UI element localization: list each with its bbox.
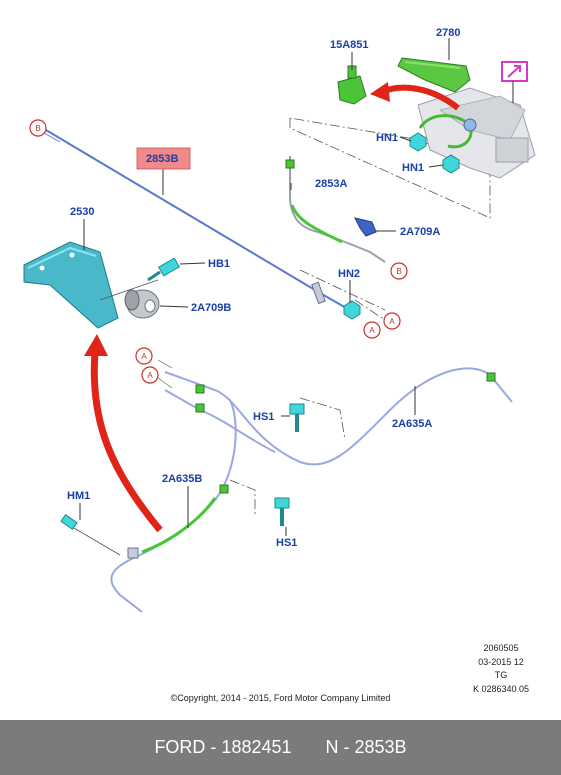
label-2A709A: 2A709A <box>400 226 440 238</box>
cable-2853B-bracket <box>311 281 326 305</box>
footer-part-number: FORD - 1882451 <box>154 737 292 757</box>
nut-HN1-b <box>442 154 460 174</box>
red-arrow-top <box>370 82 460 111</box>
callout-a-4: A <box>141 366 159 384</box>
switch-15A851 <box>337 65 367 105</box>
cable-2A635A <box>164 367 513 466</box>
guide-lines-top <box>289 117 491 321</box>
callout-a-1: A <box>383 312 401 330</box>
label-2530: 2530 <box>70 206 94 218</box>
label-2A635B: 2A635B <box>162 473 202 485</box>
label-HS1-a: HS1 <box>253 411 274 423</box>
bolt-HB1 <box>99 257 180 301</box>
callout-a-2: A <box>363 321 381 339</box>
leader-lines <box>79 38 450 536</box>
label-15A851: 15A851 <box>330 39 369 51</box>
callout-b-1: B <box>29 119 47 137</box>
label-2853A: 2853A <box>315 178 347 190</box>
cable-2853A <box>285 156 386 263</box>
guide-lines-bottom <box>229 397 346 515</box>
footer-ref-number: N - 2853B <box>325 737 407 757</box>
label-2A709B: 2A709B <box>191 302 231 314</box>
label-HM1: HM1 <box>67 490 90 502</box>
label-2A635A: 2A635A <box>392 418 432 430</box>
fastener-HM1 <box>60 514 121 556</box>
bolt-HS1-a <box>289 403 305 432</box>
bolt-HS1-b <box>274 497 290 526</box>
label-2853B: 2853B <box>146 153 178 165</box>
meta-line-3: TG <box>494 670 508 680</box>
cable-2853B <box>45 129 349 310</box>
callout-a-3-text: A <box>141 352 147 361</box>
highlight-box-2853B <box>136 147 191 170</box>
callout-a-2-text: A <box>369 326 375 335</box>
callout-b-2: B <box>390 262 408 280</box>
callout-a-4-text: A <box>147 371 153 380</box>
meta-line-4: K 0286340 05 <box>472 683 529 694</box>
handbrake-assembly <box>417 87 536 179</box>
callout-a-3: A <box>135 347 153 365</box>
cable-2A635B <box>110 399 237 613</box>
copyright-text: ©Copyright, 2014 - 2015, Ford Motor Comp… <box>170 693 391 703</box>
nut-HN2 <box>343 300 361 320</box>
grommet-2A709B <box>124 289 160 319</box>
handbrake-lever-2780 <box>397 57 471 93</box>
label-HN1-b: HN1 <box>402 162 424 174</box>
callout-b-2-text: B <box>396 267 401 276</box>
label-HS1-b: HS1 <box>276 537 297 549</box>
parts-diagram: 15A851 2780 HN1 HN1 2853A 2A709A 2853B 2… <box>23 27 536 613</box>
callout-a-1-text: A <box>389 317 395 326</box>
label-HN2: HN2 <box>338 268 360 280</box>
label-HB1: HB1 <box>208 258 230 270</box>
meta-line-1: 2060505 <box>483 643 519 653</box>
bracket-2A709A <box>354 217 377 237</box>
meta-line-2: 03-2015 12 <box>478 656 524 667</box>
document-meta: 2060505 03-2015 12 TG K 0286340 05 <box>473 642 529 696</box>
label-HN1-a: HN1 <box>376 132 398 144</box>
footer-bar: FORD - 1882451 N - 2853B <box>0 720 561 775</box>
label-2780: 2780 <box>436 27 460 39</box>
callout-b-1-text: B <box>35 124 40 133</box>
magenta-note-icon <box>501 61 528 82</box>
red-arrow-left <box>84 334 163 533</box>
nut-HN1-a <box>409 132 427 152</box>
shield-2530 <box>23 241 119 329</box>
